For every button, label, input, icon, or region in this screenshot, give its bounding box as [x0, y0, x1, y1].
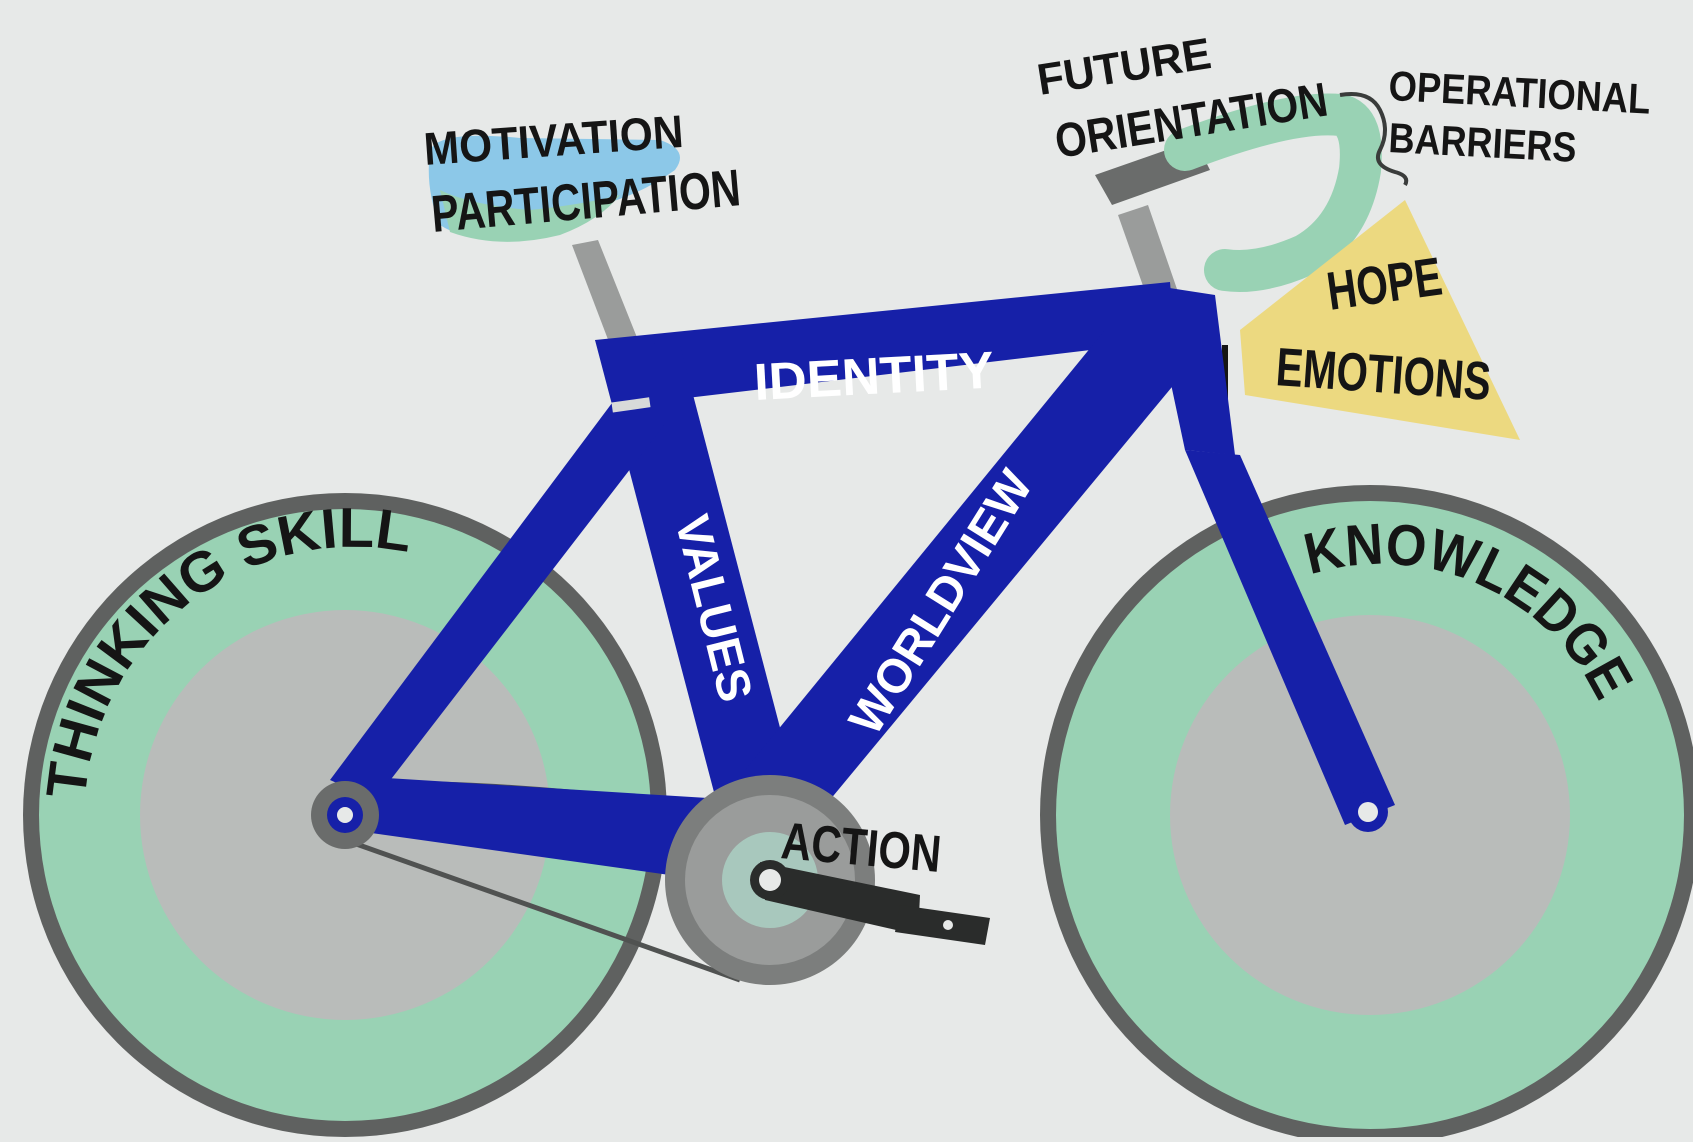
fork — [1185, 450, 1395, 825]
label-emotions: EMOTIONS — [1274, 337, 1493, 412]
chain-stay — [340, 775, 740, 880]
label-identity: IDENTITY — [753, 342, 996, 412]
rear-hub — [311, 781, 379, 849]
seat-clamp — [611, 397, 651, 413]
bike-frame — [330, 282, 1395, 880]
top-tube — [595, 282, 1175, 405]
front-hub — [1348, 792, 1388, 832]
down-tube — [745, 330, 1215, 830]
head-tube — [1150, 285, 1235, 455]
frame-bag — [1240, 200, 1520, 440]
label-barriers: BARRIERS — [1388, 114, 1578, 171]
saddle — [428, 135, 680, 242]
seat-stay — [330, 395, 668, 800]
label-action: ACTION — [779, 812, 943, 884]
seat-tube — [595, 340, 795, 815]
seat-post — [572, 240, 640, 350]
crank-arm — [750, 860, 990, 945]
